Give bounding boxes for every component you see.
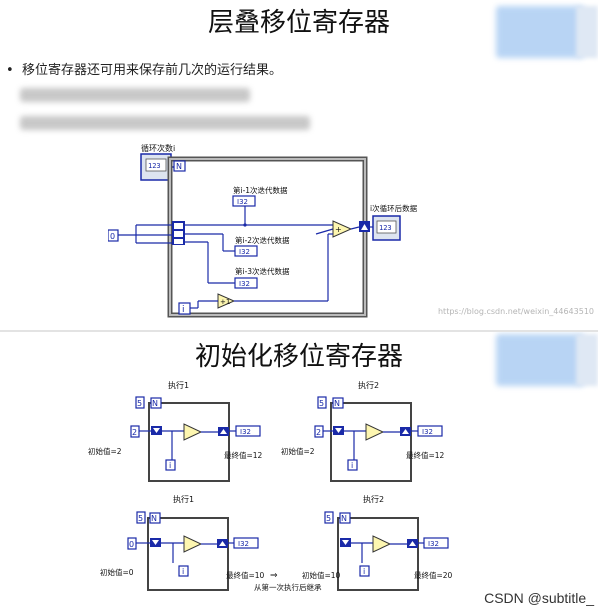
n-constant: 5: [138, 514, 143, 523]
indicator-type: I32: [238, 540, 249, 548]
final-value-label: 最终值=12: [406, 450, 445, 460]
exec-label: 执行2: [363, 494, 384, 504]
slide-layered-shift-register: 层叠移位寄存器 • 移位寄存器还可用来保存前几次的运行结果。 循环次数i 123 …: [6, 6, 598, 321]
init-value-label: 初始值=0: [100, 567, 134, 577]
n-label: N: [151, 514, 157, 523]
iteration-1-label: 第i-1次迭代数据: [233, 185, 288, 195]
decorative-banner: [496, 334, 584, 386]
slide-init-shift-register: 初始化移位寄存器 执行1 5 N 2 I32 i: [0, 330, 598, 610]
loop-count-terminal: [173, 160, 186, 172]
n-constant: 5: [137, 399, 142, 408]
loop-count-value: 123: [148, 162, 161, 170]
iteration-3-label: 第i-3次迭代数据: [235, 266, 290, 276]
slide-title: 层叠移位寄存器: [207, 8, 390, 38]
final-value-label: 最终值=20: [414, 570, 453, 580]
csdn-watermark: CSDN @subtitle_: [484, 590, 594, 606]
result-label: i次循环后数据: [370, 203, 418, 213]
redacted-line: [20, 116, 310, 130]
n-label: N: [152, 399, 158, 408]
loop-count-label: 循环次数i: [141, 143, 175, 153]
arrow-icon: ⇒: [270, 571, 278, 581]
indicator-type: I32: [239, 280, 250, 288]
final-value-label: 最终值=10: [226, 570, 265, 580]
panel-exec1-init0: 执行1 5 N 0 I32 i 初始值=0 最终值=10: [100, 494, 265, 591]
n-constant: 5: [319, 399, 324, 408]
i-label: i: [351, 461, 353, 470]
indicator-type: I32: [428, 540, 439, 548]
add-node: [332, 220, 353, 238]
init-value-label: 初始值=2: [281, 446, 315, 456]
bullet-item: • 移位寄存器还可用来保存前几次的运行结果。: [6, 59, 282, 78]
indicator-type: I32: [422, 428, 433, 436]
n-constant: 5: [326, 514, 331, 523]
source-url: https://blog.csdn.net/weixin_44643510: [437, 307, 594, 316]
init-constant: 0: [129, 540, 134, 549]
result-value: 123: [379, 224, 392, 232]
panel-exec1-init2: 执行1 5 N 2 I32 i 初始值=2 最终值=12: [88, 380, 263, 482]
init-value-label: 初始值=10: [302, 570, 341, 580]
n-label: N: [341, 514, 347, 523]
decorative-banner-edge: [576, 6, 598, 58]
i-label: i: [182, 567, 184, 576]
redacted-line: [20, 88, 250, 102]
i-label: i: [363, 567, 365, 576]
iteration-2-label: 第i-2次迭代数据: [235, 235, 290, 245]
panel-exec2-inherited: 执行2 5 N I32 i 初始值=10 最终值=20: [302, 494, 453, 591]
n-label: N: [334, 399, 340, 408]
init-constant: 2: [316, 428, 321, 437]
indicator-type: I32: [240, 428, 251, 436]
iteration-1-indicator: [232, 195, 256, 207]
inherit-note: 从第一次执行后继承: [254, 582, 322, 592]
indicator-type: I32: [237, 198, 248, 206]
exec-label: 执行1: [168, 380, 189, 390]
i-label: i: [169, 461, 171, 470]
slide-title: 初始化移位寄存器: [194, 342, 403, 372]
init-constant: 2: [132, 428, 137, 437]
init-value-label: 初始值=2: [88, 446, 122, 456]
decorative-banner: [496, 6, 584, 58]
bullet-text: 移位寄存器还可用来保存前几次的运行结果。: [22, 63, 283, 78]
exec-label: 执行2: [358, 380, 379, 390]
decorative-banner-edge: [576, 334, 598, 386]
i-label: i: [182, 305, 185, 315]
final-value-label: 最终值=12: [224, 450, 263, 460]
exec-label: 执行1: [173, 494, 194, 504]
increment-symbol: +1: [220, 298, 230, 306]
block-diagram-layered: 循环次数i 123 N i 0 第i-1次迭代数据 I32 第i-2次迭代数据 …: [108, 141, 428, 321]
add-symbol: +: [335, 225, 342, 234]
init-constant-value: 0: [110, 232, 115, 241]
bullet-icon: •: [6, 63, 14, 78]
indicator-type: I32: [239, 248, 250, 256]
block-diagram-init: 执行1 5 N 2 I32 i 初始值=2 最终值=12: [88, 378, 460, 592]
n-label: N: [176, 162, 182, 171]
panel-exec2-init2: 执行2 5 N 2 I32 i 初始值=2 最终值=12: [281, 380, 445, 482]
